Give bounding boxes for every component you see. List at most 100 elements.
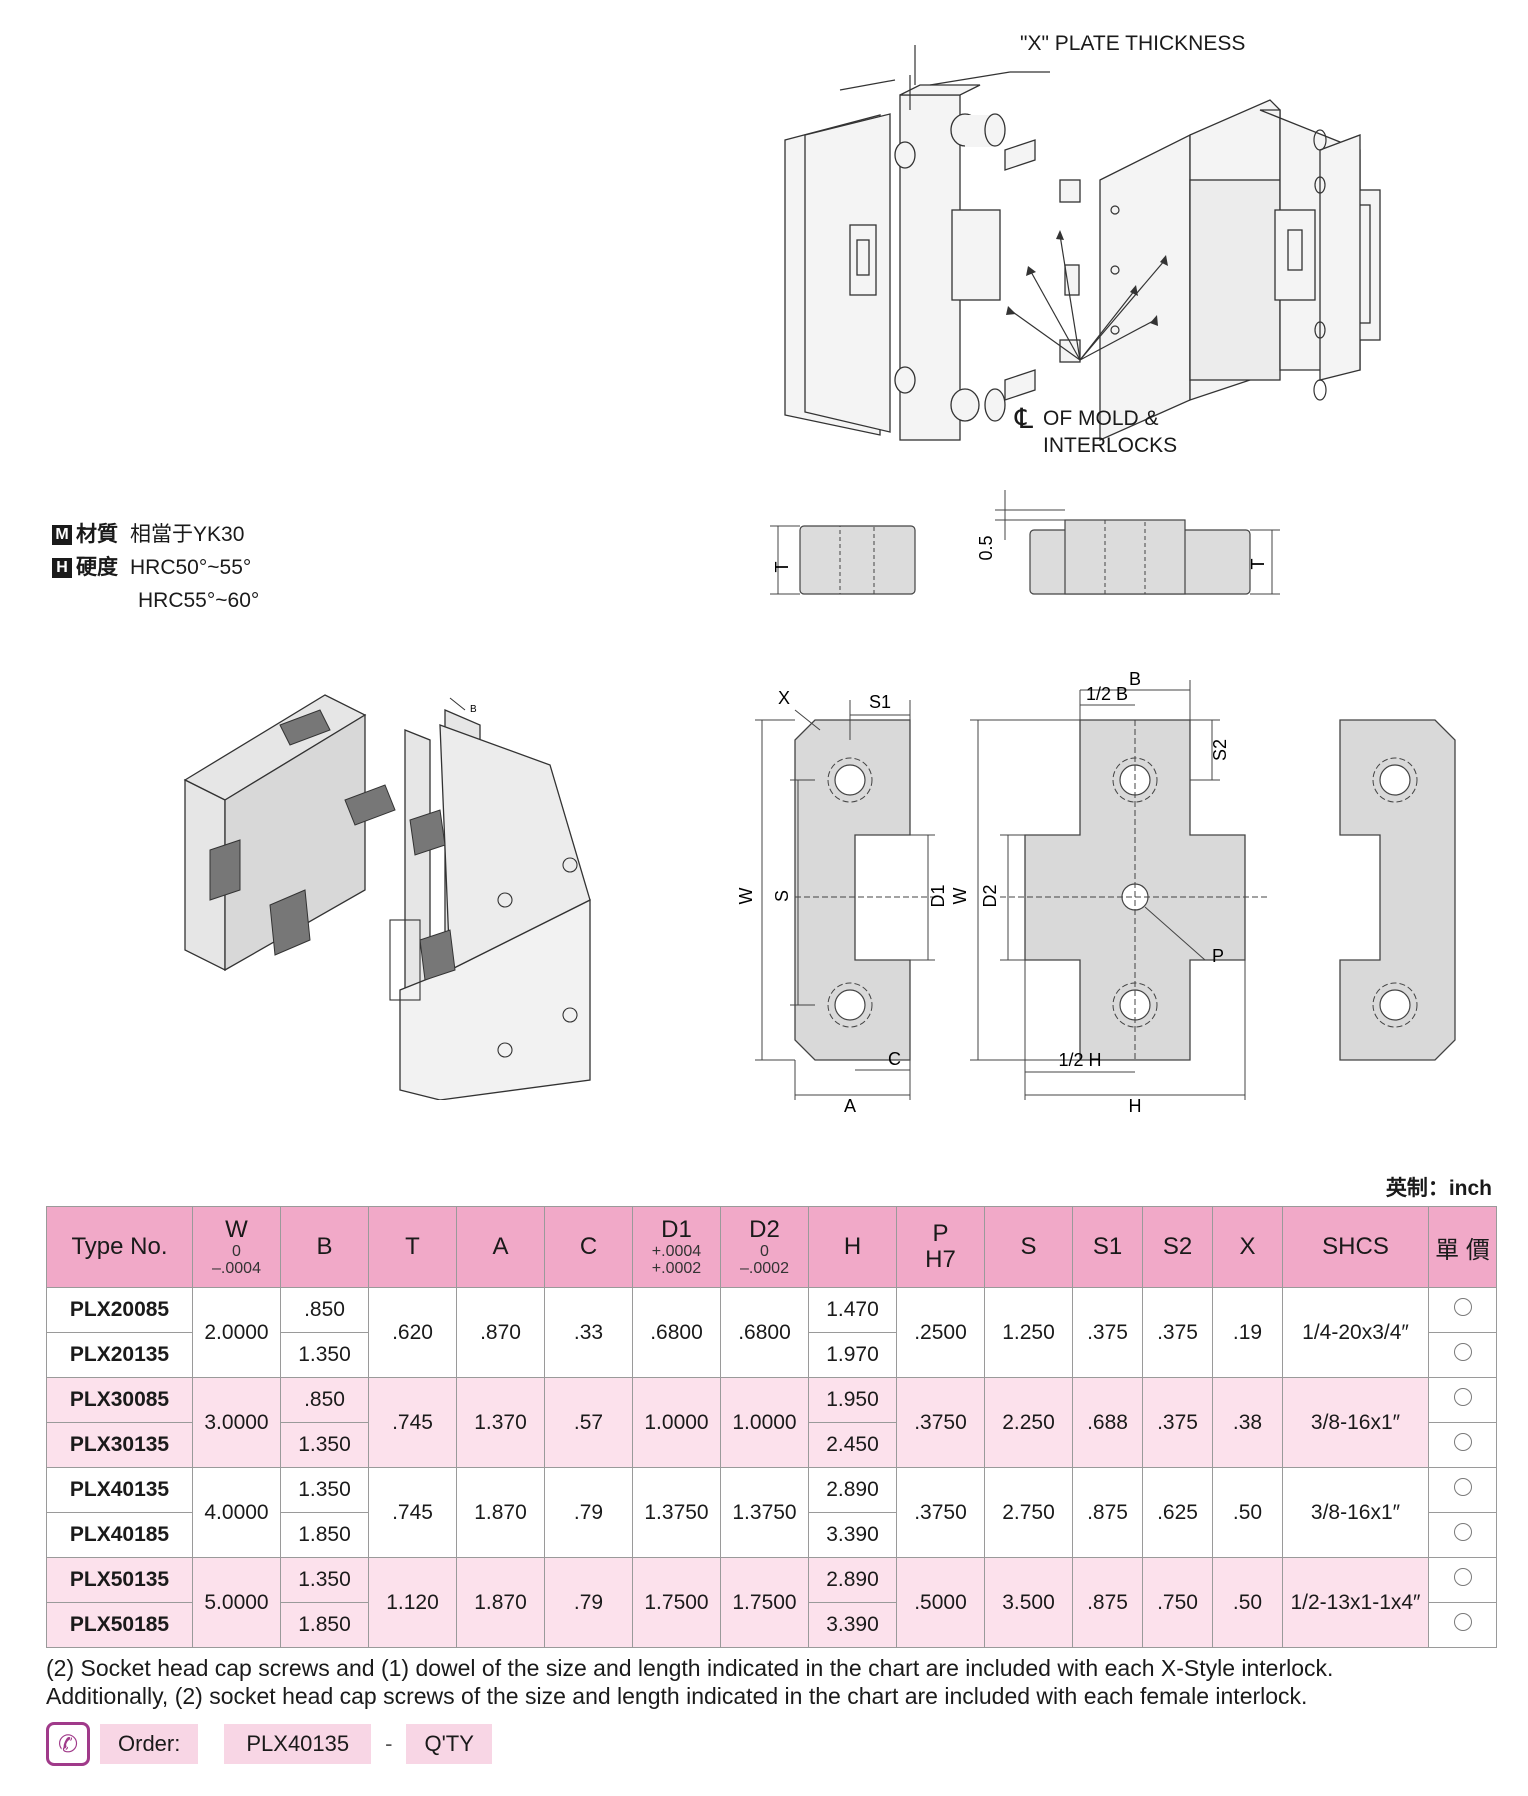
hardness-row-2: HRC55°~60° — [52, 584, 259, 617]
b-cell: 1.350 — [280, 1332, 369, 1378]
select-radio[interactable] — [1453, 1298, 1472, 1316]
d1-cell: .6800 — [632, 1287, 721, 1378]
t-cell: 1.120 — [368, 1557, 457, 1648]
header-c: C — [544, 1206, 633, 1288]
d1-cell: 1.7500 — [632, 1557, 721, 1648]
shcs-cell: 3/8-16x1″ — [1282, 1377, 1429, 1468]
select-radio[interactable] — [1453, 1568, 1472, 1586]
dim-b-label: B — [1129, 669, 1141, 689]
select-radio[interactable] — [1453, 1478, 1472, 1496]
centerline-label-2: INTERLOCKS — [1043, 434, 1177, 457]
select-radio[interactable] — [1453, 1433, 1472, 1451]
dim-d1-label: D1 — [928, 884, 948, 907]
c-cell: .57 — [544, 1377, 633, 1468]
c-cell: .79 — [544, 1557, 633, 1648]
type-cell: PLX40185 — [46, 1512, 193, 1558]
p-cell: .5000 — [896, 1557, 985, 1648]
s2-cell: .750 — [1142, 1557, 1213, 1648]
price-cell[interactable] — [1428, 1557, 1497, 1603]
h-cell: 2.890 — [808, 1467, 897, 1513]
s-cell: 3.500 — [984, 1557, 1073, 1648]
isometric-assembly-drawing: B — [183, 694, 591, 1100]
s-cell: 2.750 — [984, 1467, 1073, 1558]
t-cell: .620 — [368, 1287, 457, 1378]
dim-half-h-label: 1/2 H — [1058, 1050, 1101, 1070]
hardness-value-2: HRC55°~60° — [138, 589, 260, 612]
dim-a-label: A — [844, 1096, 856, 1116]
type-cell: PLX50135 — [46, 1557, 193, 1603]
b-cell: 1.350 — [280, 1467, 369, 1513]
material-value: 相當于YK30 — [130, 523, 245, 546]
select-radio[interactable] — [1453, 1343, 1472, 1361]
s-cell: 1.250 — [984, 1287, 1073, 1378]
dim-s2-label: S2 — [1210, 739, 1230, 761]
note-line-2: Additionally, (2) socket head cap screws… — [46, 1683, 1308, 1709]
order-label: Order: — [100, 1724, 199, 1764]
price-cell[interactable] — [1428, 1467, 1497, 1513]
a-cell: .870 — [456, 1287, 545, 1378]
b-cell: 1.350 — [280, 1557, 369, 1603]
b-cell: .850 — [280, 1377, 369, 1423]
mold-assembly-drawing: "X" PLATE THICKNESS ℄ OF MOLD & INTERLOC… — [784, 32, 1381, 457]
header-s1: S1 — [1072, 1206, 1143, 1288]
price-cell[interactable] — [1428, 1332, 1497, 1378]
h-cell: 2.450 — [808, 1422, 897, 1468]
a-cell: 1.370 — [456, 1377, 545, 1468]
s2-cell: .375 — [1142, 1287, 1213, 1378]
header-x: X — [1212, 1206, 1283, 1288]
price-cell[interactable] — [1428, 1422, 1497, 1468]
type-cell: PLX40135 — [46, 1467, 193, 1513]
type-cell: PLX30135 — [46, 1422, 193, 1468]
table-row: PLX40185 1.850 3.390 — [46, 1512, 1497, 1558]
x-cell: .50 — [1212, 1467, 1283, 1558]
price-cell[interactable] — [1428, 1287, 1497, 1333]
material-spec: M 材質 相當于YK30 H 硬度 HRC50°~55° HRC55°~60° — [52, 518, 259, 617]
h-cell: 1.970 — [808, 1332, 897, 1378]
type-cell: PLX20085 — [46, 1287, 193, 1333]
select-radio[interactable] — [1453, 1388, 1472, 1406]
header-s2: S2 — [1142, 1206, 1213, 1288]
dim-w-label-2: W — [950, 888, 970, 905]
h-cell: 1.950 — [808, 1377, 897, 1423]
x-cell: .38 — [1212, 1377, 1283, 1468]
price-cell[interactable] — [1428, 1377, 1497, 1423]
h-cell: 3.390 — [808, 1512, 897, 1558]
w-cell: 3.0000 — [192, 1377, 281, 1468]
iso-b-label: B — [470, 704, 477, 715]
header-b: B — [280, 1206, 369, 1288]
x-cell: .19 — [1212, 1287, 1283, 1378]
type-cell: PLX50185 — [46, 1602, 193, 1648]
dim-t-label-2: T — [1248, 559, 1268, 570]
type-cell: PLX20135 — [46, 1332, 193, 1378]
material-badge: M — [52, 524, 72, 545]
select-radio[interactable] — [1453, 1523, 1472, 1541]
price-cell[interactable] — [1428, 1512, 1497, 1558]
b-cell: 1.850 — [280, 1602, 369, 1648]
s1-cell: .688 — [1072, 1377, 1143, 1468]
header-price: 單 價 — [1428, 1206, 1497, 1288]
b-cell: 1.850 — [280, 1512, 369, 1558]
s2-cell: .375 — [1142, 1377, 1213, 1468]
dim-d2-label: D2 — [980, 884, 1000, 907]
dim-t-label-1: T — [772, 562, 792, 573]
price-cell[interactable] — [1428, 1602, 1497, 1648]
select-radio[interactable] — [1453, 1613, 1472, 1631]
dim-w-label-1: W — [736, 888, 756, 905]
header-d1: D1+.0004+.0002 — [632, 1206, 721, 1288]
order-bar: ✆ Order: PLX40135 - Q'TY — [46, 1722, 492, 1766]
dim-x-label: X — [778, 688, 790, 708]
d2-cell: 1.3750 — [720, 1467, 809, 1558]
header-s: S — [984, 1206, 1073, 1288]
d2-cell: 1.7500 — [720, 1557, 809, 1648]
header-h: H — [808, 1206, 897, 1288]
hardness-row: H 硬度 HRC50°~55° — [52, 551, 259, 584]
t-cell: .745 — [368, 1377, 457, 1468]
plate-thickness-label: "X" PLATE THICKNESS — [1020, 32, 1245, 55]
